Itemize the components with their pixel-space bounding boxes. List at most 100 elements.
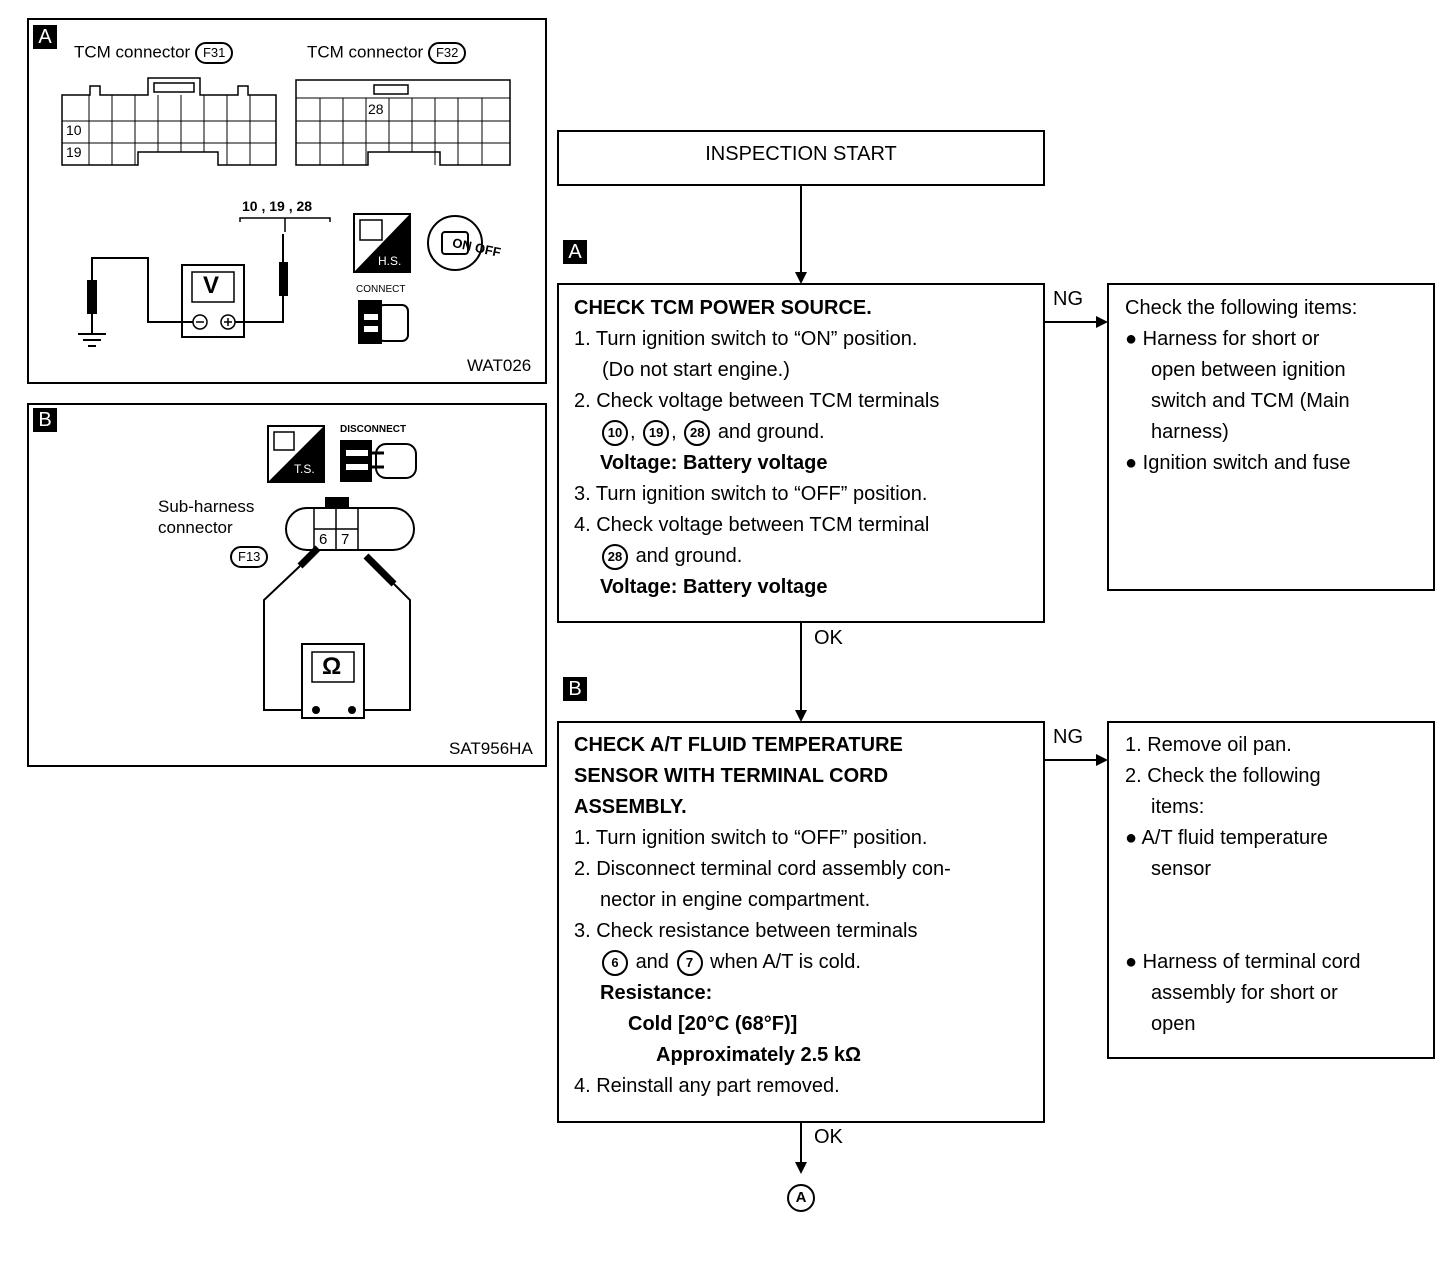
ng2-bullet2-l2: assembly for short or: [1151, 982, 1338, 1004]
terminal-28-circle: 28: [684, 419, 711, 446]
step-b-line9: 4. Reinstall any part removed.: [574, 1075, 840, 1097]
ng1-line1: Check the following items:: [1125, 297, 1358, 319]
pin-10-label: 10: [66, 122, 82, 138]
step-b-box: [557, 721, 1045, 1123]
tcm-connector-f31-label: TCM connector F31: [74, 42, 234, 64]
step-b-content: CHECK A/T FLUID TEMPERATURE SENSOR WITH …: [574, 730, 951, 1102]
terminals-label: 10 , 19 , 28: [242, 198, 313, 214]
connector-id-f32: F32: [427, 42, 467, 64]
ng2-line2: 2. Check the following: [1125, 765, 1321, 787]
hs-icon: [353, 213, 411, 273]
inspection-start-label: INSPECTION START: [705, 143, 897, 165]
ng1-bullet1: ● Harness for short or: [1125, 328, 1320, 350]
terminal-19-circle: 19: [643, 419, 670, 446]
panel-a: [27, 18, 547, 384]
step-b-title-2: SENSOR WITH TERMINAL CORD: [574, 765, 889, 787]
ng2-bullet2-l3: open: [1151, 1013, 1196, 1035]
ng2-bullet2: ● Harness of terminal cord: [1125, 951, 1361, 973]
disconnect-label: DISCONNECT: [340, 424, 407, 435]
step-b-title-3: ASSEMBLY.: [574, 796, 687, 818]
connect-label: CONNECT: [356, 284, 406, 295]
probe-lead-left: [263, 565, 306, 711]
step-b-resistance-value: Approximately 2.5 kΩ: [656, 1044, 861, 1066]
step-a-line1: 1. Turn ignition switch to “ON” position…: [574, 328, 918, 350]
ohmmeter-display: [311, 651, 355, 683]
ng1-bullet1-l2: open between ignition: [1151, 359, 1346, 381]
terminal-7-circle: 7: [676, 949, 703, 976]
disconnect-icon: [340, 440, 417, 482]
step-a-line6: 3. Turn ignition switch to “OFF” positio…: [574, 483, 928, 505]
connector-id-f13: F13: [230, 546, 269, 568]
step-b-line3: nector in engine compartment.: [600, 889, 871, 911]
step-b-title-1: CHECK A/T FLUID TEMPERATURE: [574, 734, 903, 756]
on-off-key-icon: [427, 215, 483, 271]
probe-positive: [279, 262, 288, 296]
step-a-line3: 2. Check voltage between TCM terminals: [574, 390, 940, 412]
step-b-line4: 3. Check resistance between terminals: [574, 920, 918, 942]
ng2-line3: items:: [1151, 796, 1205, 818]
sub-harness-connector-f13: [285, 497, 415, 551]
step-b-line2: 2. Disconnect terminal cord assembly con…: [574, 858, 951, 880]
terminal-28-circle-2: 28: [602, 543, 628, 570]
panel-a-tag: A: [33, 25, 57, 49]
step-a-line7: 4. Check voltage between TCM terminal: [574, 514, 930, 536]
step-b-cold-condition: Cold [20°C (68°F)]: [628, 1013, 798, 1035]
voltmeter-display: [191, 271, 235, 303]
voltmeter-symbol: V: [203, 272, 220, 299]
step-a-content: CHECK TCM POWER SOURCE. 1. Turn ignition…: [574, 293, 939, 603]
probe-right: [363, 553, 397, 587]
step-b-resistance-label: Resistance:: [600, 982, 713, 1004]
step-a-line2: (Do not start engine.): [602, 359, 790, 381]
hs-icon-label: H.S.: [378, 254, 402, 268]
panel-b: [27, 403, 547, 767]
ng-label-2: NG: [1053, 726, 1083, 748]
ts-icon: [267, 425, 325, 483]
step-a-voltage-spec-2: Voltage: Battery voltage: [600, 576, 828, 598]
ng2-bullet1-l2: sensor: [1151, 858, 1212, 880]
terminal-10-circle: 10: [602, 419, 628, 446]
step-b-line5: 6 and 7 when A/T is cold.: [574, 947, 951, 978]
probe-left: [297, 545, 321, 569]
ts-icon-label: T.S.: [294, 462, 315, 476]
ok-label-1: OK: [814, 627, 843, 649]
step-a-voltage-spec-1: Voltage: Battery voltage: [600, 452, 828, 474]
sub-harness-label-line2: connector: [158, 518, 233, 537]
end-marker-circle: [787, 1184, 815, 1212]
pin-7-label: 7: [341, 531, 350, 548]
ng2-bullet1: ● A/T fluid temperature: [1125, 827, 1328, 849]
ng1-bullet1-l4: harness): [1151, 421, 1229, 443]
ng-box-1-content: Check the following items: ● Harness for…: [1125, 293, 1357, 479]
panel-b-tag: B: [33, 408, 57, 432]
step-a-tag: A: [563, 240, 587, 264]
step-a-line4: 10, 19, 28 and ground.: [574, 417, 939, 448]
ng2-line1: 1. Remove oil pan.: [1125, 734, 1292, 756]
terminal-bracket: [239, 217, 331, 232]
ok-label-2: OK: [814, 1126, 843, 1148]
step-a-line8: 28 and ground.: [574, 541, 939, 572]
connector-id-f31: F31: [194, 42, 234, 64]
ng1-bullet2: ● Ignition switch and fuse: [1125, 452, 1351, 474]
probe-negative: [87, 280, 97, 314]
tcm-connector-f32-grid: [296, 97, 510, 165]
ng1-bullet1-l3: switch and TCM (Main: [1151, 390, 1350, 412]
step-a-box: [557, 283, 1045, 623]
probe-lead-positive: [235, 296, 284, 323]
sub-harness-label-line1: Sub-harness: [158, 497, 255, 516]
ohmmeter-symbol: Ω: [322, 653, 342, 680]
ng-box-2-content: 1. Remove oil pan. 2. Check the followin…: [1125, 730, 1361, 1040]
end-marker-label: A: [795, 1189, 807, 1206]
probe-lead-negative: [91, 257, 193, 323]
ng-box-1: [1107, 283, 1435, 591]
inspection-start-box: INSPECTION START: [557, 130, 1045, 186]
ng-label-1: NG: [1053, 288, 1083, 310]
ng-box-2: [1107, 721, 1435, 1059]
step-b-line1: 1. Turn ignition switch to “OFF” positio…: [574, 827, 928, 849]
tcm-connector-f31-grid: [62, 95, 276, 165]
tcm-connector-f32-label: TCM connector F32: [307, 42, 467, 64]
pin-28-label: 28: [368, 101, 384, 117]
connect-icon: [358, 300, 409, 344]
pin-6-label: 6: [319, 531, 328, 548]
probe-lead-right: [360, 583, 411, 711]
panel-b-code: SAT956HA: [449, 739, 533, 758]
